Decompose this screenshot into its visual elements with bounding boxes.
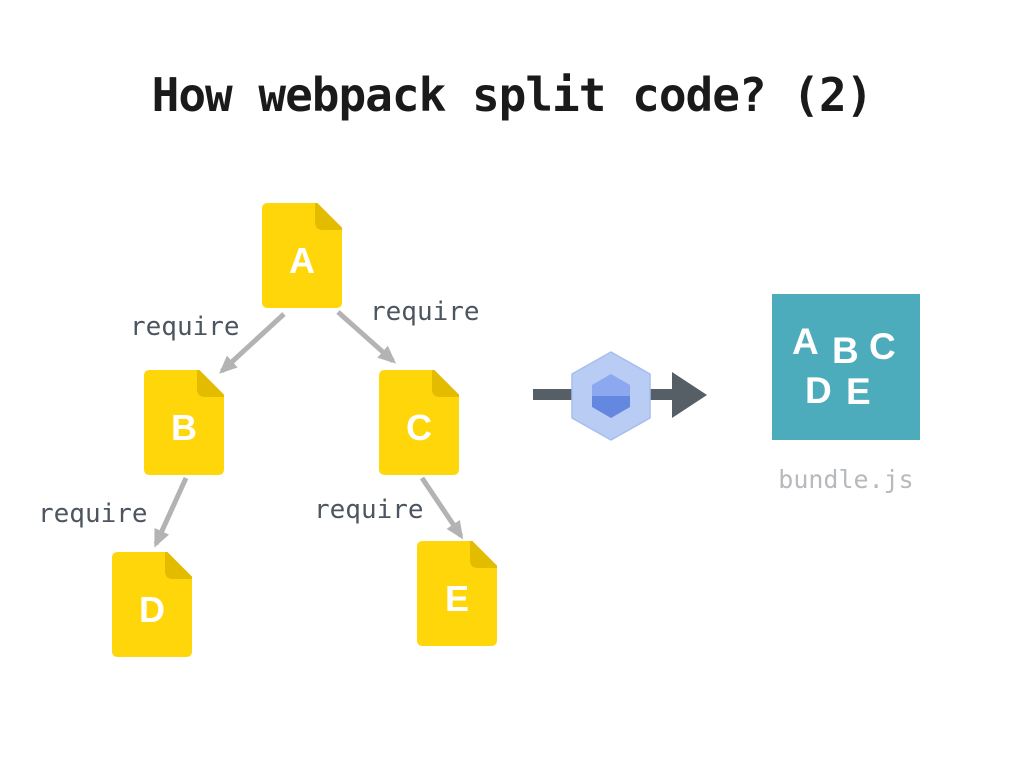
file-node-c: C <box>379 370 459 475</box>
file-icon <box>379 370 459 475</box>
bundle-letter-d: D <box>805 370 832 411</box>
file-node-b: B <box>144 370 224 475</box>
webpack-transform <box>533 351 707 441</box>
file-icon <box>417 541 497 646</box>
file-label: D <box>139 589 165 630</box>
require-label-a-b: require <box>130 312 240 342</box>
require-edge-a-c <box>336 310 396 364</box>
slide-title: How webpack split code? (2) <box>151 68 874 122</box>
file-label: E <box>444 578 469 619</box>
file-label: C <box>406 407 432 448</box>
require-label-c-e: require <box>314 495 424 525</box>
require-label-b-d: require <box>38 499 148 529</box>
bundle-box: A B C D E <box>772 294 920 440</box>
webpack-logo-icon <box>571 351 651 441</box>
bundle-letter-c: C <box>869 326 896 367</box>
file-node-d: D <box>112 552 192 657</box>
file-label: A <box>289 240 315 281</box>
bundle-letter-b: B <box>832 330 859 371</box>
file-icon <box>144 370 224 475</box>
file-node-e: E <box>417 541 497 646</box>
require-label-a-c: require <box>370 297 480 327</box>
file-icon <box>262 203 342 308</box>
require-edge-c-e <box>419 476 464 540</box>
file-label: B <box>171 407 197 448</box>
file-icon <box>112 552 192 657</box>
bundle-letter-a: A <box>792 321 819 362</box>
bundle-caption: bundle.js <box>778 465 914 494</box>
transform-arrow-head <box>672 372 707 418</box>
file-node-a: A <box>262 203 342 308</box>
bundle-letter-e: E <box>846 371 871 412</box>
require-edge-b-d <box>153 476 189 548</box>
require-edge-a-b <box>219 312 286 374</box>
